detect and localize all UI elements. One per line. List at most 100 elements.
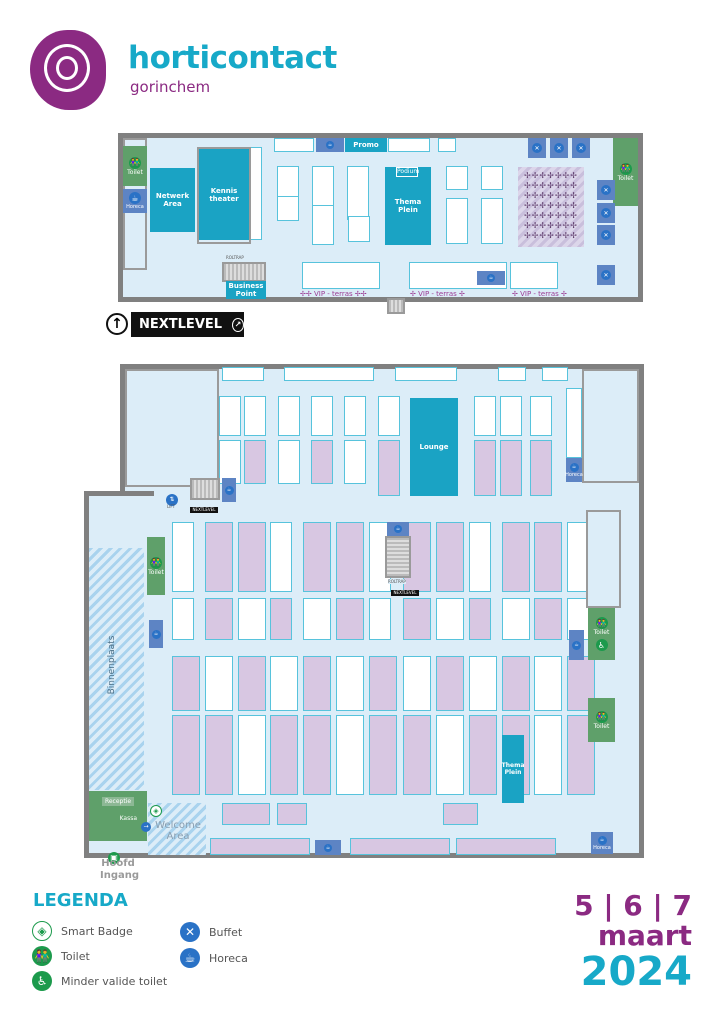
booth xyxy=(311,440,333,484)
booth xyxy=(303,598,331,640)
kassa: Kassa xyxy=(119,815,137,822)
booth xyxy=(395,367,457,381)
legend-title: LEGENDA xyxy=(33,890,128,911)
lower-toilet-east-2: 👫Toilet xyxy=(588,698,615,742)
booth xyxy=(474,440,496,496)
lower-horeca-nw: ☕ xyxy=(222,478,236,502)
horeca-icon: ☕ xyxy=(151,629,161,639)
buffet: ✕ xyxy=(550,138,568,158)
booth xyxy=(311,396,333,436)
booth xyxy=(350,838,450,855)
booth xyxy=(469,656,497,711)
booth xyxy=(222,803,270,825)
booth xyxy=(250,147,262,240)
booth xyxy=(438,138,456,152)
booth xyxy=(277,196,299,221)
booth xyxy=(312,205,334,245)
booth xyxy=(500,440,522,496)
vip-terras-2: ✢ VIP - terras ✢ xyxy=(410,290,465,298)
thema-plein-upper: Thema Plein xyxy=(385,167,431,245)
booth xyxy=(210,838,310,855)
toilet-icon: 👫 xyxy=(150,556,162,569)
buffet-icon: ✕ xyxy=(601,208,611,218)
horeca-icon: ☕ xyxy=(224,485,234,495)
lower-horeca-w: ☕ xyxy=(149,620,163,648)
booth xyxy=(502,598,530,640)
booth xyxy=(270,598,292,640)
booth xyxy=(542,367,568,381)
booth xyxy=(336,522,364,592)
booth xyxy=(205,598,233,640)
booth xyxy=(436,522,464,592)
booth xyxy=(534,715,562,795)
booth xyxy=(388,138,430,152)
horeca-icon: ☕ xyxy=(394,525,402,533)
booth xyxy=(270,522,292,592)
booth xyxy=(378,396,400,436)
vip-terras-3: ✢ VIP - terras ✢ xyxy=(512,290,567,298)
lower-horeca-e: ☕ xyxy=(569,630,584,660)
booth xyxy=(238,598,266,640)
booth xyxy=(302,262,380,289)
booth xyxy=(369,598,391,640)
upper-horeca-left: ☕Horeca xyxy=(123,189,147,213)
lower-toilet-east-1: 👫Toilet♿ xyxy=(588,608,615,660)
booth xyxy=(469,598,491,640)
booth xyxy=(567,656,595,711)
legend-toilet: 👫Toilet xyxy=(32,946,90,966)
horeca-icon: ☕ xyxy=(487,274,495,282)
network-area: Netwerk Area xyxy=(150,168,195,232)
receptie: Receptie xyxy=(101,797,135,806)
buffet-icon: ✕ xyxy=(601,230,611,240)
legend-horeca: ☕Horeca xyxy=(180,948,248,968)
upper-toilet-right: 👫Toilet xyxy=(613,138,638,206)
booth xyxy=(469,522,491,592)
vip-terras-1: ✢✢ VIP - terras ✢✢ xyxy=(300,290,367,298)
booth xyxy=(303,656,331,711)
lower-toilet-west: 👫Toilet xyxy=(147,537,165,595)
booth xyxy=(172,715,200,795)
buffet-icon: ✕ xyxy=(180,922,200,942)
buffet: ✕ xyxy=(528,138,546,158)
booth xyxy=(219,396,241,436)
hoofd-ingang-label: Hoofd Ingang xyxy=(100,858,140,881)
booth xyxy=(403,715,431,795)
booth xyxy=(502,656,530,711)
upper-horeca-top: ☕ xyxy=(316,138,344,152)
booth xyxy=(534,522,562,592)
booth xyxy=(284,367,374,381)
nextlevel-mini-sign: NEXTLEVEL xyxy=(190,507,218,513)
smart-badge-icon: ◈ xyxy=(150,798,162,817)
booth xyxy=(369,656,397,711)
wheelchair-icon: ♿ xyxy=(595,639,608,651)
booth xyxy=(436,656,464,711)
brand-name: horticontact xyxy=(128,40,337,76)
booth xyxy=(446,198,468,244)
wheelchair-icon: ♿ xyxy=(32,971,52,991)
horeca-icon: ☕ xyxy=(572,640,581,650)
roltrap-label-lower: ROLTRAP xyxy=(388,579,406,584)
booth xyxy=(510,262,558,289)
booth xyxy=(238,522,266,592)
booth xyxy=(344,396,366,436)
toilet-icon: 👫 xyxy=(595,710,608,723)
lounge: Lounge xyxy=(410,398,458,496)
lower-escalator xyxy=(385,536,411,578)
booth xyxy=(278,440,300,484)
roltrap-label: ROLTRAP xyxy=(226,255,244,260)
legend-wheelchair-toilet: ♿Minder valide toilet xyxy=(32,971,167,991)
booth xyxy=(502,522,530,592)
booth xyxy=(481,166,503,190)
booth xyxy=(244,440,266,484)
booth xyxy=(534,656,562,711)
legend-smart-badge: ◈Smart Badge xyxy=(32,921,133,941)
booth xyxy=(278,396,300,436)
buffet: ✕ xyxy=(597,203,615,223)
booth xyxy=(303,522,331,592)
buffet-icon: ✕ xyxy=(601,270,611,280)
upper-escalator-exit xyxy=(387,298,405,314)
booth xyxy=(238,656,266,711)
booth xyxy=(172,656,200,711)
lower-horeca-se: ☕Horeca xyxy=(591,832,613,854)
horticontact-logo xyxy=(30,30,106,110)
